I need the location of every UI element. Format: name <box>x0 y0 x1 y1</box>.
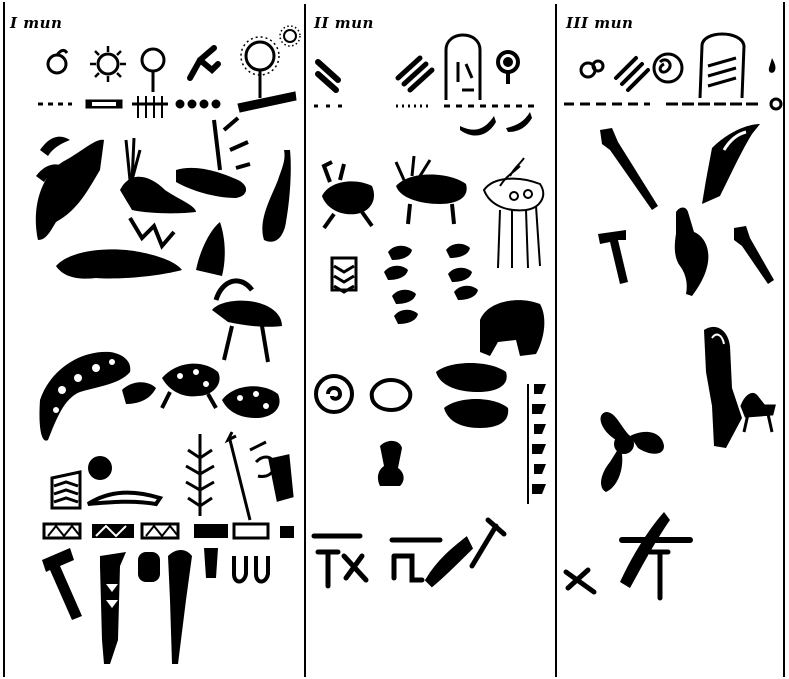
horn-shapes <box>460 112 532 136</box>
small-animal-glyph <box>122 382 156 404</box>
spotted-leopard-large <box>39 352 130 441</box>
black-disc-symbol <box>88 456 112 480</box>
sheathed-knife-glyph <box>702 124 760 204</box>
bird-glyph <box>196 222 225 276</box>
bear-glyph <box>480 300 544 356</box>
sun-symbol <box>90 46 126 82</box>
running-figure-symbol <box>190 48 218 78</box>
small-animal-cluster <box>384 244 478 324</box>
long-dagger-glyph <box>100 552 126 664</box>
tamga-row-3 <box>566 512 690 598</box>
curled-animal-2 <box>372 380 411 410</box>
small-horse-glyph <box>742 394 774 432</box>
ibex-curved-horns <box>212 281 282 362</box>
running-deer-1 <box>322 162 374 228</box>
tamga-row-2 <box>314 520 504 586</box>
standing-deer-2 <box>396 156 467 224</box>
triangle-ornament-band <box>44 524 294 538</box>
double-slash-symbol <box>318 62 338 90</box>
tree-symbol <box>186 434 214 516</box>
axe-tool-glyph <box>42 548 82 620</box>
dagger-glyph-2 <box>168 550 192 664</box>
dagger-diagonal-2 <box>734 226 774 284</box>
column-3-glyphs <box>564 34 781 598</box>
chevron-box-symbol <box>332 258 356 292</box>
stele-arch-symbol <box>446 35 480 100</box>
double-ring-symbol <box>581 61 603 77</box>
hammer-tool-glyph <box>598 230 628 284</box>
vertical-figures-column <box>528 384 546 504</box>
drop-symbol <box>769 58 776 73</box>
small-dagger-glyph <box>204 548 218 578</box>
crouching-feline-1 <box>436 363 507 392</box>
curled-animal-1 <box>316 376 352 412</box>
triskelion-symbol <box>601 412 664 492</box>
stele-symbol-3 <box>700 34 744 98</box>
crouching-feline-2 <box>444 399 508 428</box>
spiral-symbol <box>48 50 67 73</box>
ornament-band-row <box>38 92 296 118</box>
swirl-disc-symbol <box>654 54 682 82</box>
stag-with-flame-antlers <box>36 137 104 240</box>
ibex-vertical-glyph <box>262 150 290 242</box>
arrow-and-figure-symbol <box>228 432 292 520</box>
outlined-deer-3 <box>484 158 543 268</box>
triple-slash-symbol-3 <box>616 58 648 90</box>
triple-slash-symbol <box>398 58 432 90</box>
rounded-mirror-glyph <box>138 552 160 582</box>
deer-glyph-3 <box>176 118 250 198</box>
sheath-glyph <box>704 327 742 448</box>
dagger-diagonal-1 <box>600 128 658 210</box>
deer-glyph-4 <box>56 218 182 279</box>
rider-glyph <box>378 441 404 486</box>
double-hook-symbol <box>234 556 268 582</box>
column-2-glyphs <box>314 35 546 586</box>
sun-with-rays-symbol <box>241 26 300 98</box>
standing-figure-glyph <box>675 208 709 297</box>
column-1-glyphs <box>36 26 300 664</box>
dashed-band-row-3 <box>564 99 781 109</box>
eye-circle-symbol <box>498 52 518 84</box>
spotted-leopard-3 <box>222 386 280 418</box>
chevron-vessel-symbol <box>52 472 80 508</box>
spotted-leopard-2 <box>162 364 220 408</box>
staff-circle-symbol <box>142 49 164 92</box>
boat-symbol <box>88 493 160 504</box>
